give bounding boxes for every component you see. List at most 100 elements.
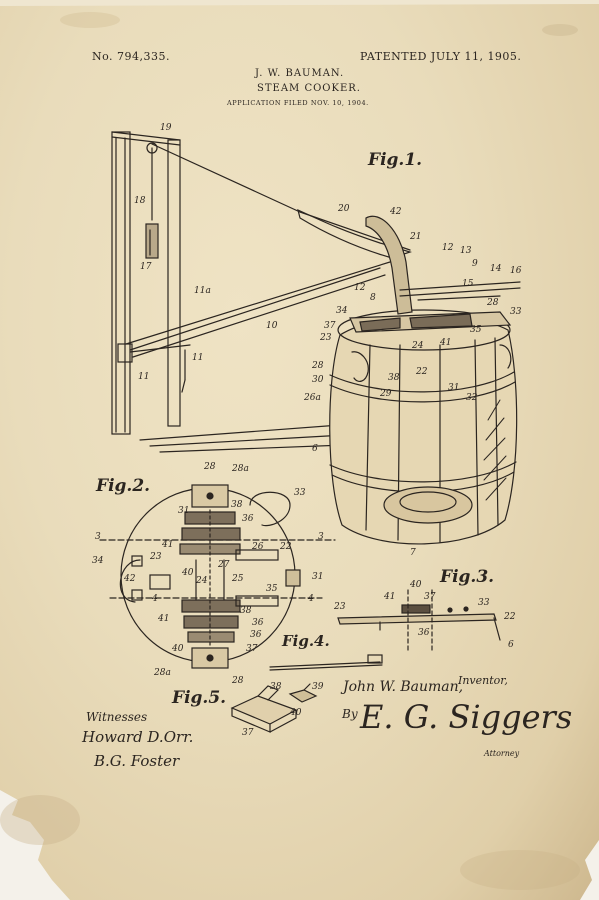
ref-num: 21 [410,232,422,242]
ref-num: 37 [324,321,336,331]
ref-num: 34 [92,556,104,566]
ref-num: 38 [240,606,252,616]
ref-num: 22 [280,542,292,552]
ref-num: 19 [160,123,172,133]
ref-num: 23 [320,333,332,343]
ref-num: 30 [312,375,324,385]
ref-num: 28 [204,462,216,472]
ref-num: 24 [196,576,208,586]
invention-title: STEAM COOKER. [257,83,361,94]
figure-2-label: Fig.2. [96,476,151,496]
fig2-lid-plan [99,484,336,669]
ref-num: 40 [290,708,302,718]
ref-num: 14 [490,264,502,274]
ref-num: 22 [416,367,428,377]
ref-num: 36 [418,628,430,638]
ref-num: 38 [388,373,400,383]
ref-num: 25 [232,574,244,584]
ref-num: 22 [504,612,516,622]
witness-1-signature: Howard D.Orr. [82,728,194,746]
ref-num: 36 [242,514,254,524]
ref-num: 29 [380,389,392,399]
fig3-section [337,589,501,651]
witnesses-label: Witnesses [86,710,148,724]
attorney-signature: E. G. Siggers [360,698,573,736]
ref-num: 17 [140,262,152,272]
figure-4-label: Fig.4. [282,632,330,650]
ref-num: 36 [250,630,262,640]
figure-3-label: Fig.3. [440,567,495,587]
application-filed: APPLICATION FILED NOV. 10, 1904. [227,99,369,107]
ref-num: 18 [134,196,146,206]
ref-num: 10 [266,321,278,331]
by-label: By [342,707,358,721]
ref-num: 6 [312,444,318,454]
ref-num: 35 [470,325,482,335]
attorney-label: Attorney [484,749,520,758]
ref-num: 9 [472,259,478,269]
ref-num: 41 [384,592,396,602]
ref-num: 26a [304,393,321,403]
ref-num: 33 [294,488,306,498]
ref-num: 31 [312,572,324,582]
ref-num: 41 [162,540,174,550]
ref-num: 34 [336,306,348,316]
figure-1-label: Fig.1. [368,150,423,170]
ref-num: 3 [318,532,324,542]
ref-num: 36 [252,618,264,628]
ref-num: 15 [462,279,474,289]
ref-num: 20 [338,204,350,214]
ref-num: 4 [152,594,158,604]
ref-num: 42 [390,207,402,217]
ref-num: 3 [95,532,101,542]
ref-num: 40 [410,580,422,590]
ref-num: 13 [460,246,472,256]
ref-num: 40 [182,568,194,578]
inventor-signature: John W. Bauman, [343,679,464,695]
ref-num: 6 [508,640,514,650]
ref-num: 38 [231,500,243,510]
ref-num: 32 [466,393,478,403]
ref-num: 37 [424,592,436,602]
ref-num: 37 [246,644,258,654]
ref-num: 4 [308,594,314,604]
ref-num: 7 [410,548,416,558]
ref-num: 12 [354,283,366,293]
ref-num: 33 [510,307,522,317]
ref-num: 38 [270,682,282,692]
fig5-bracket [230,683,318,733]
ref-num: 16 [510,266,522,276]
patent-date: PATENTED JULY 11, 1905. [360,50,522,63]
ref-num: 41 [158,614,170,624]
ref-num: 35 [266,584,278,594]
ref-num: 28a [154,668,171,678]
ref-num: 28a [232,464,249,474]
ref-num: 40 [172,644,184,654]
inventor-label: Inventor, [458,674,508,687]
ref-num: 28 [312,361,324,371]
ref-num: 37 [242,728,254,738]
ref-num: 12 [442,243,454,253]
ref-num: 39 [312,682,324,692]
witness-2-signature: B.G. Foster [94,752,180,770]
ref-num: 24 [412,341,424,351]
ref-num: 41 [440,338,452,348]
ref-num: 11a [194,286,211,296]
ref-num: 23 [334,602,346,612]
ref-num: 33 [478,598,490,608]
inventor-name: J. W. BAUMAN. [255,68,345,79]
ref-num: 42 [124,574,136,584]
ref-num: 31 [448,383,460,393]
ref-num: 31 [178,506,190,516]
ref-num: 23 [150,552,162,562]
fig4-bar [269,654,383,671]
ref-num: 26 [252,542,264,552]
ref-num: 28 [232,676,244,686]
fig1-barrel [329,215,521,545]
figure-5-label: Fig.5. [172,688,227,708]
ref-num: 11 [192,353,204,363]
patent-number: No. 794,335. [92,50,171,63]
